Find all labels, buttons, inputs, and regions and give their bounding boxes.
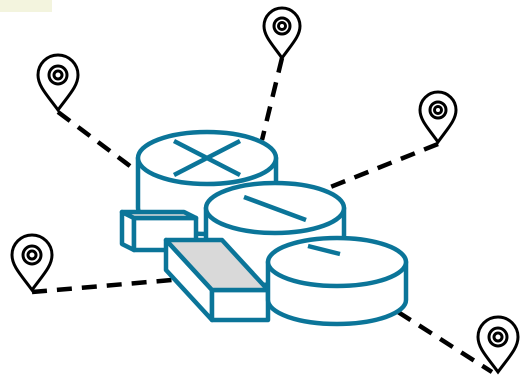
location-pin-icon: [38, 55, 78, 110]
location-pin-icon: [264, 8, 300, 58]
link-line-upper-left: [58, 112, 146, 178]
location-pin-icon: [478, 317, 518, 372]
link-line-lower-left: [32, 280, 172, 292]
server-node-icon: [268, 238, 406, 324]
location-pin-icon: [420, 92, 456, 142]
location-pin-icon: [12, 235, 52, 290]
link-line-upper-right: [318, 144, 438, 192]
link-line-top: [262, 58, 282, 140]
server-cluster: [122, 132, 406, 324]
